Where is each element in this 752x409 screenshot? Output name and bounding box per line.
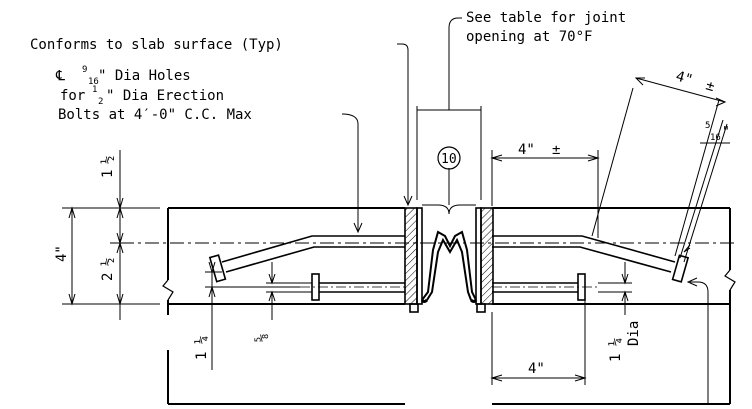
rod-5-16-quote: ": [722, 125, 730, 140]
strip-seal: [420, 230, 478, 303]
far-right-angled-dimension: [591, 77, 727, 257]
left-1-half-frac: ½: [100, 156, 116, 164]
left-2-half-frac: ½: [100, 258, 116, 266]
holes-fraction-num: 9: [82, 65, 87, 75]
see-table-note-line1: See table for joint: [466, 10, 626, 26]
right-1-quarter-dimension: [598, 262, 632, 315]
conforms-leader: [397, 43, 413, 207]
right-bolt-leader: [686, 277, 709, 404]
right-1-quarter-frac: ¼: [608, 338, 624, 346]
left-break-line: [162, 279, 174, 301]
holes-fraction-den: 16: [88, 77, 99, 87]
left-anchor-rod: [208, 235, 405, 283]
rod-5-16-den: 16: [710, 133, 721, 143]
left-1-quarter-whole: 1: [194, 352, 210, 360]
left-joint-plate: [404, 207, 423, 313]
left-2-half-whole: 2: [100, 273, 116, 281]
left-slab: [167, 207, 405, 404]
left-5-8-label: ⅝: [254, 334, 270, 342]
left-1-quarter-dimension: [205, 261, 300, 370]
left-1-quarter-frac: ¼: [194, 336, 210, 344]
far-right-4-label: 4": [674, 68, 695, 88]
right-straight-bar: [492, 273, 598, 301]
right-anchor-rod: [492, 235, 690, 283]
conforms-note: Conforms to slab surface (Typ): [30, 37, 283, 53]
left-straight-bar: [300, 273, 405, 301]
centerline-symbol: ℄: [55, 68, 65, 84]
holes-note-line2a: for: [60, 88, 85, 104]
far-right-pm: ±: [704, 77, 717, 95]
right-4in-top-dimension: [490, 150, 600, 238]
holes-leader: [341, 113, 363, 234]
right-break-line: [724, 269, 736, 291]
see-table-note-line2: opening at 70°F: [466, 29, 592, 45]
holes-note-line2b: " Dia Erection: [106, 88, 224, 104]
rod-5-16-dimension: [679, 119, 730, 263]
right-top-pm: ±: [552, 142, 560, 158]
right-1-quarter-whole: 1: [608, 354, 624, 362]
joint-opening-dimension: [416, 17, 482, 215]
holes-line2-num: 1: [92, 85, 97, 95]
left-4-label: 4": [54, 245, 70, 262]
right-bottom-4-label: 4": [528, 361, 545, 377]
right-slab: [492, 207, 731, 404]
callout-number: 10: [441, 152, 457, 167]
holes-note-line3: Bolts at 4′-0" C.C. Max: [58, 107, 252, 123]
left-5-8-dimension: [266, 262, 312, 320]
holes-line2-den: 2: [98, 97, 103, 107]
left-1-half-whole: 1: [100, 170, 116, 178]
left-vertical-dimensions: [62, 150, 160, 320]
right-4in-bottom-dimension: [490, 300, 587, 385]
rod-5-16-num: 5: [705, 121, 710, 131]
right-joint-plate: [475, 207, 494, 313]
callout-bubble: [437, 146, 461, 170]
holes-note-line1: " Dia Holes: [98, 68, 191, 84]
right-dia-label: Dia: [626, 321, 642, 346]
right-top-4-label: 4": [518, 142, 535, 158]
